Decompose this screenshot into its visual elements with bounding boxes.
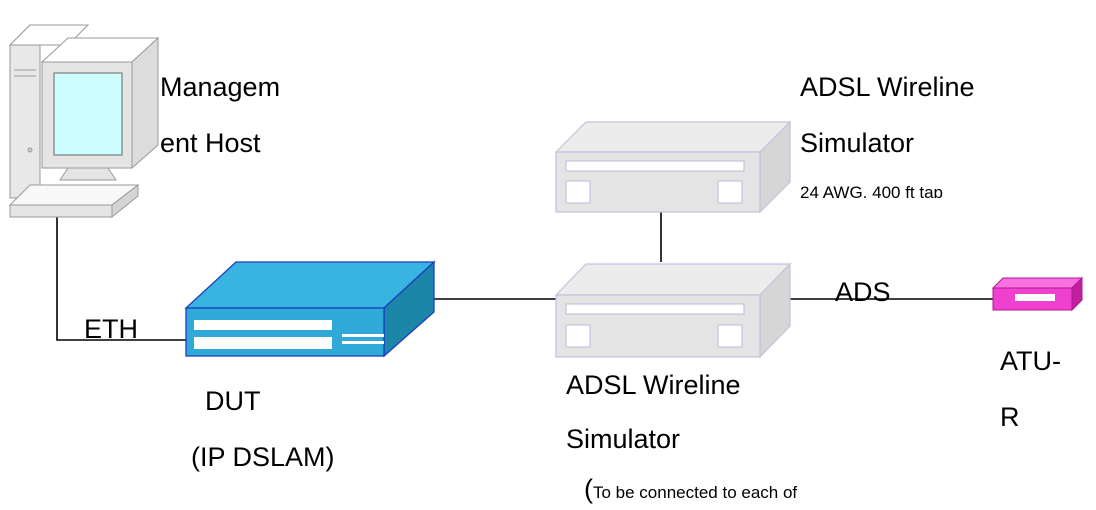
simulator-top-note: 24 AWG, 400 ft tap <box>800 183 944 198</box>
atu-top <box>991 277 1084 289</box>
simulator-bottom-label-line1: ADSL Wireline <box>566 370 741 400</box>
simulator-top-port-left <box>565 180 591 204</box>
connections <box>56 212 993 341</box>
atu-r-modem-icon <box>991 276 1084 312</box>
eth-link <box>56 215 186 341</box>
simulator-bottom-note-text: To be connected to each of <box>593 483 798 502</box>
monitor-stand <box>59 167 117 181</box>
atu-label-line1: ATU- <box>1000 346 1061 376</box>
simulator-bottom-lid <box>554 263 792 296</box>
simulator-bottom-slot <box>565 303 745 315</box>
simulator-top-port-right <box>717 180 743 204</box>
simulator-bottom-note-paren: ( <box>584 474 593 504</box>
dut-slot-2 <box>194 337 332 349</box>
dut-port-2 <box>342 341 384 344</box>
simulator-top-label-line1: ADSL Wireline <box>800 72 975 102</box>
dut-port-1 <box>342 334 384 337</box>
simulator-top-slot <box>565 160 745 172</box>
keyboard-side <box>111 183 139 219</box>
monitor-screen <box>53 72 123 156</box>
computer-icon <box>8 23 160 219</box>
simulator-top-icon <box>554 120 792 214</box>
eth-label: ETH <box>84 314 138 344</box>
ads-label: ADS <box>835 277 891 307</box>
dut-slot-1 <box>194 320 332 330</box>
dut-device-icon <box>184 260 436 358</box>
simulator-bottom-port-left <box>565 324 591 348</box>
atu-slot <box>1015 294 1055 301</box>
dut-label-line2: (IP DSLAM) <box>191 442 335 472</box>
simulator-bottom-note: (To be connected to each of <box>584 474 797 509</box>
tower-front <box>9 44 41 199</box>
simulator-bottom-port-right <box>717 324 743 348</box>
host-label-line1: Managem <box>160 72 281 102</box>
keyboard-front <box>9 204 113 218</box>
simulator-bottom-label-line2: Simulator <box>566 424 681 454</box>
atu-label-line2: R <box>1000 402 1020 432</box>
simulator-top-lid <box>554 121 792 153</box>
simulator-top-label-line2: Simulator <box>800 128 915 158</box>
dut-label-line1: DUT <box>205 386 261 416</box>
simulator-bottom-icon <box>554 262 792 359</box>
host-label-line2: ent Host <box>160 128 261 158</box>
